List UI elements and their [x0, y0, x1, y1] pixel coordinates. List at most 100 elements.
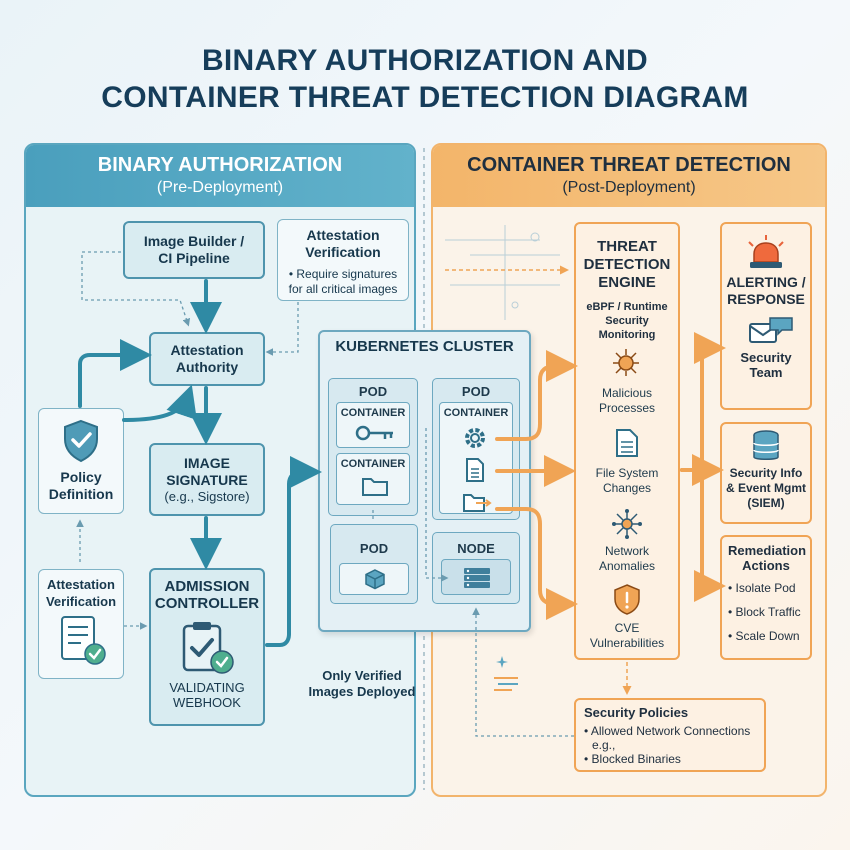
binary-authorization-header: BINARY AUTHORIZATION (Pre-Deployment) — [26, 145, 414, 207]
remediation-title-1: Remediation — [728, 543, 807, 558]
security-team-line-2: Team — [749, 365, 783, 380]
pod-3-label: POD — [359, 541, 389, 556]
folder-transfer-icon — [463, 494, 492, 512]
key-icon — [355, 425, 393, 441]
diagram-title: BINARY AUTHORIZATION AND CONTAINER THREA… — [0, 42, 850, 116]
malicious-processes-line-2: Processes — [598, 401, 656, 415]
engine-sub-1: eBPF / Runtime — [586, 301, 668, 313]
bug-icon — [613, 349, 639, 376]
image-builder-box: Image Builder / CI Pipeline — [123, 221, 265, 279]
attestation-verification-note-box: Attestation Verification • Require signa… — [277, 219, 409, 301]
admission-controller-line-2: CONTROLLER — [154, 595, 260, 612]
node: NODE — [432, 532, 520, 604]
security-policies-box: Security Policies • Allowed Network Conn… — [574, 698, 766, 772]
cve-line-2: Vulnerabilities — [589, 636, 665, 650]
folder-icon — [362, 478, 388, 496]
malicious-processes-label: Malicious Processes — [574, 386, 680, 416]
network-anomalies-line-2: Anomalies — [598, 559, 656, 573]
container-1: CONTAINER — [336, 402, 410, 448]
admission-controller-box: ADMISSION CONTROLLER VALIDATING WEBHOOK — [149, 568, 265, 726]
server-icon — [464, 568, 490, 588]
siem-line-3: (SIEM) — [747, 496, 785, 510]
image-builder-line-1: Image Builder / — [143, 233, 245, 249]
alarm-siren-icon — [748, 235, 784, 268]
shield-check-icon — [64, 419, 98, 463]
attestation-verification-note-2: for all critical images — [288, 282, 398, 296]
remediation-title-2: Actions — [742, 558, 790, 573]
policy-item-eg: e.g., — [592, 738, 616, 752]
only-verified-line-1: Only Verified — [322, 668, 402, 683]
security-policies-title: Security Policies — [584, 705, 689, 720]
cube-icon — [365, 569, 385, 590]
container-threat-detection-header: CONTAINER THREAT DETECTION (Post-Deploym… — [433, 145, 825, 207]
pod-3-container — [339, 563, 409, 595]
engine-line-2: DETECTION — [583, 256, 671, 273]
checklist-document-icon — [61, 616, 106, 665]
policy-item-binaries: • Blocked Binaries — [584, 752, 681, 766]
siem-box: Security Info & Event Mgmt (SIEM) — [720, 422, 812, 524]
siem-line-1: Security Info — [729, 466, 803, 480]
gear-icon — [465, 428, 485, 448]
container-3-label: CONTAINER — [443, 407, 509, 419]
network-anomaly-icon — [612, 509, 642, 539]
file-system-changes-label: File System Changes — [574, 466, 680, 496]
attestation-verification-line-2: Verification — [45, 594, 117, 609]
container-threat-detection-title: CONTAINER THREAT DETECTION — [467, 154, 791, 176]
cve-line-1: CVE — [614, 621, 640, 635]
container-1-label: CONTAINER — [340, 407, 406, 419]
kubernetes-cluster-title: KUBERNETES CLUSTER — [335, 338, 514, 355]
file-system-changes-line-2: Changes — [602, 481, 652, 495]
alerting-response-box: ALERTING / RESPONSE Security Team — [720, 222, 812, 410]
engine-line-3: ENGINE — [598, 274, 656, 291]
container-threat-detection-subtitle: (Post-Deployment) — [562, 179, 696, 196]
mail-chat-icon — [749, 317, 793, 343]
sparkle-lines-decoration — [494, 656, 518, 691]
admission-controller-line-3: VALIDATING — [169, 680, 245, 695]
attestation-verification-title-2: Verification — [305, 244, 381, 260]
image-signature-line-1: IMAGE — [184, 455, 230, 471]
policy-definition-box: Policy Definition — [38, 408, 124, 514]
file-changes-icon — [616, 429, 638, 457]
remediation-item-scale: • Scale Down — [728, 629, 800, 643]
alerting-line-1: ALERTING / — [726, 274, 806, 290]
file-system-changes-line-1: File System — [595, 466, 659, 480]
image-signature-line-3: (e.g., Sigstore) — [164, 489, 250, 504]
pod-1-label: POD — [358, 384, 388, 399]
policy-item-network: • Allowed Network Connections — [584, 724, 751, 738]
attestation-verification-title-1: Attestation — [306, 227, 380, 243]
title-line-1: BINARY AUTHORIZATION AND — [201, 44, 649, 77]
clipboard-check-icon — [182, 622, 234, 674]
admission-controller-line-4: WEBHOOK — [173, 695, 241, 710]
pod-3: POD — [330, 524, 418, 604]
policy-definition-line-1: Policy — [60, 469, 102, 485]
policy-definition-line-2: Definition — [48, 486, 114, 502]
database-icon — [753, 430, 779, 460]
security-team-line-1: Security — [740, 350, 792, 365]
container-2-label: CONTAINER — [340, 458, 406, 470]
document-icon — [466, 458, 484, 482]
image-builder-line-2: CI Pipeline — [158, 250, 230, 266]
pod-2-label: POD — [461, 384, 491, 399]
node-label: NODE — [457, 541, 495, 556]
attestation-verification-line-1: Attestation — [47, 577, 115, 592]
alerting-line-2: RESPONSE — [727, 291, 805, 307]
siem-line-2: & Event Mgmt — [725, 481, 806, 495]
engine-line-1: THREAT — [597, 238, 657, 255]
engine-sub-2: Security Monitoring — [598, 315, 656, 341]
network-anomalies-line-1: Network — [604, 544, 649, 558]
title-line-2: CONTAINER THREAT DETECTION DIAGRAM — [101, 81, 749, 114]
cve-vulnerabilities-label: CVE Vulnerabilities — [574, 621, 680, 651]
container-2: CONTAINER — [336, 453, 410, 505]
container-3: CONTAINER — [439, 402, 513, 514]
attestation-authority-line-1: Attestation — [170, 342, 244, 358]
image-signature-box: IMAGE SIGNATURE (e.g., Sigstore) — [149, 443, 265, 516]
attestation-verification-note-1: • Require signatures — [288, 267, 398, 281]
attestation-authority-line-2: Authority — [175, 359, 239, 375]
remediation-item-block: • Block Traffic — [728, 605, 801, 619]
network-anomalies-label: Network Anomalies — [574, 544, 680, 574]
binary-authorization-subtitle: (Pre-Deployment) — [156, 179, 284, 196]
only-verified-label: Only Verified Images Deployed — [297, 668, 427, 700]
node-server — [441, 559, 511, 595]
attestation-verification-box: Attestation Verification — [38, 569, 124, 679]
remediation-item-isolate: • Isolate Pod — [728, 581, 796, 595]
